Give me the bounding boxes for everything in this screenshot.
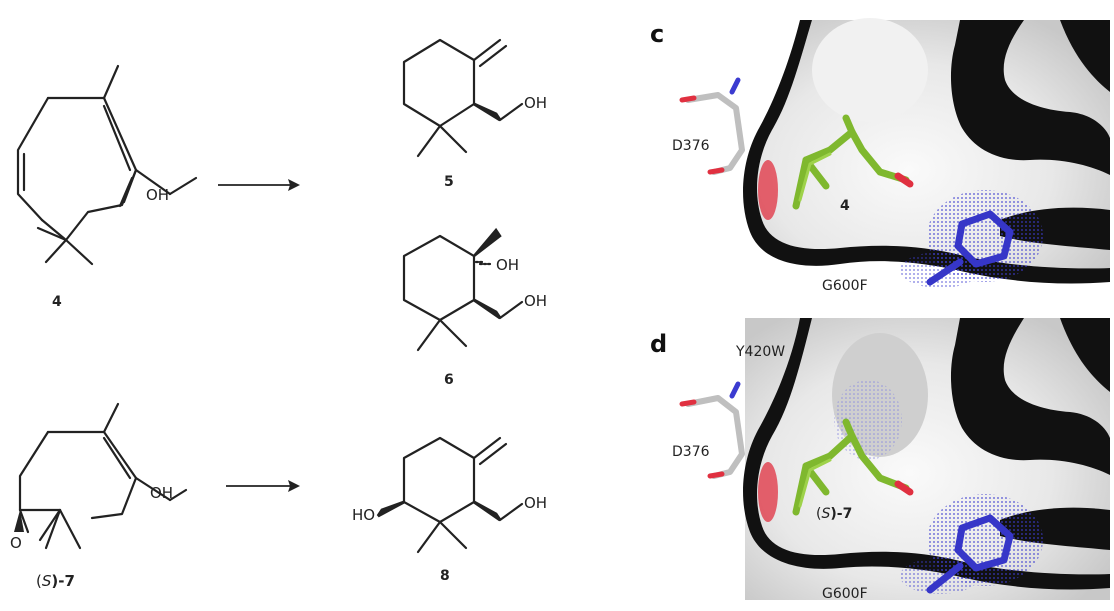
panel-d-phe-bond	[926, 562, 964, 594]
reaction-arrow-2	[226, 480, 300, 492]
panel-d-d376-oxygen-1	[679, 399, 697, 407]
substrate-4-structure	[16, 64, 198, 266]
panel-d-ligand-stick	[792, 418, 910, 516]
panel-c-phe-ring	[954, 210, 1014, 268]
product-5-label: 5	[444, 174, 454, 190]
panel-c-d376-nitrogen	[729, 77, 741, 95]
substrate-7-label: (S)-7	[36, 572, 75, 590]
panel-d-pocket-wall-right	[950, 318, 1110, 475]
panel-c-ligand-oxygen	[894, 172, 914, 188]
product-8-structure	[376, 436, 524, 554]
product-6-structure	[402, 227, 524, 352]
panel-d-phe-ring	[954, 514, 1014, 572]
panel-c-pocket-edge-left	[743, 20, 1110, 284]
panel-c-d376-oxygen-1	[679, 95, 697, 103]
panel-d-residue-g600f: G600F	[822, 586, 868, 602]
product-8-label: 8	[440, 568, 450, 584]
panel-d-residue-y420w: Y420W	[735, 344, 785, 360]
product-8-ho: HO	[352, 506, 375, 524]
substrate-7-structure	[14, 402, 188, 550]
panel-c-ligand-stick	[792, 114, 910, 210]
panel-c-surface-lobe	[812, 18, 928, 122]
panel-c: c D376 4 G600F	[650, 18, 1110, 294]
panel-c-residue-g600f: G600F	[822, 278, 868, 294]
substrate-7-oh: OH	[150, 484, 173, 502]
panel-c-d376-oxygen-2	[707, 167, 725, 175]
product-6-oh-ring: OH	[496, 256, 519, 274]
panel-d-d376-stick	[685, 395, 745, 479]
product-6-label: 6	[444, 372, 454, 388]
product-5-structure	[402, 38, 524, 158]
substrate-4-label: 4	[52, 294, 62, 310]
panel-d-ligand-oxygen	[894, 480, 914, 496]
panel-d-ligand-label: (S)-7	[816, 506, 852, 522]
product-6-oh-side: OH	[524, 292, 547, 310]
panel-d-asp-oxygen-patch	[758, 462, 778, 522]
panel-d-d376-nitrogen	[729, 381, 741, 399]
panel-c-pocket-wall-left	[745, 20, 1110, 292]
substrate-7-epoxide-o: O	[10, 534, 22, 552]
panel-d: d Y420W D376 (S)-7 G600F	[650, 318, 1110, 602]
panel-d-pocket-wall-right-2	[1060, 318, 1110, 392]
product-5-oh: OH	[524, 94, 547, 112]
panel-d-residue-d376: D376	[672, 444, 710, 460]
panel-c-asp-oxygen-patch	[758, 160, 778, 220]
panel-c-pocket-wall-right-2	[1060, 20, 1110, 92]
panel-c-phe-bond	[926, 258, 964, 286]
product-8-oh: OH	[524, 494, 547, 512]
substrate-4-oh: OH	[146, 186, 169, 204]
panel-d-d376-oxygen-2	[707, 471, 725, 479]
panel-c-residue-d376: D376	[672, 138, 710, 154]
reaction-arrow-1	[218, 179, 300, 191]
panel-c-pocket-wall-right	[950, 20, 1110, 175]
panel-d-letter: d	[650, 330, 667, 358]
panel-c-ligand-label: 4	[840, 198, 850, 214]
panel-c-d376-stick	[685, 92, 745, 175]
panel-c-letter: c	[650, 20, 664, 48]
